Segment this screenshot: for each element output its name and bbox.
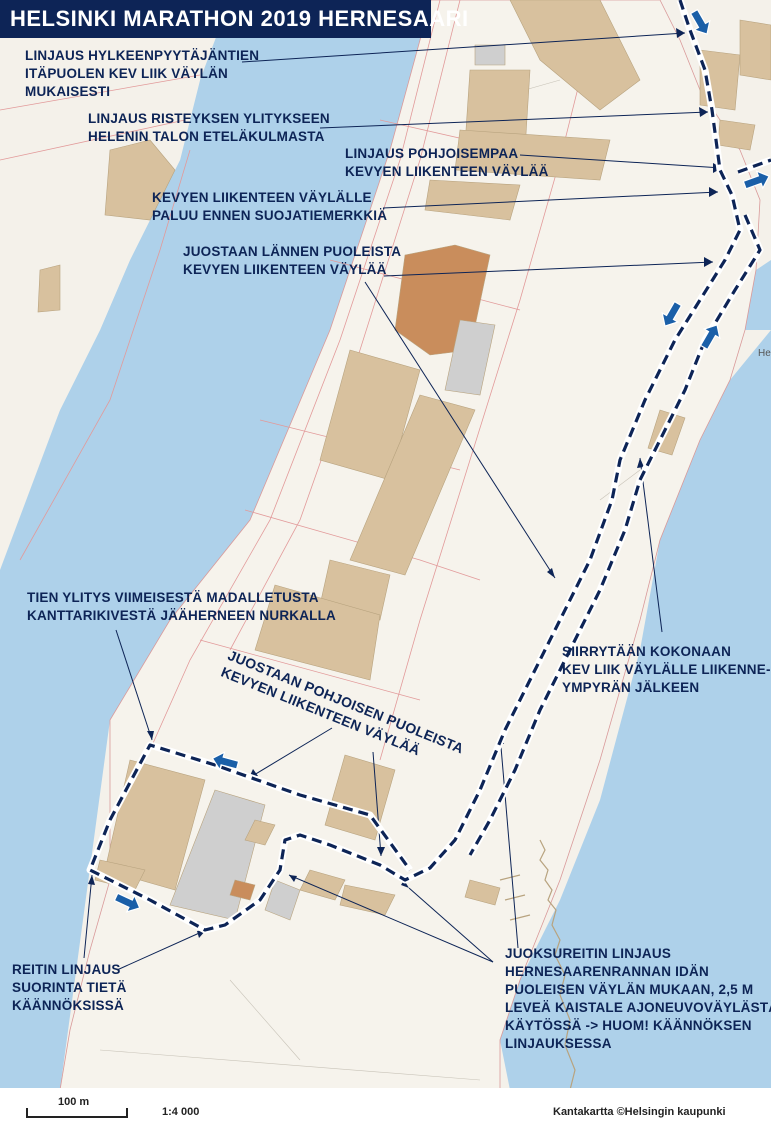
annotation-reitin-linjaus: REITIN LINJAUS SUORINTA TIETÄ KÄÄNNÖKSIS…	[12, 961, 127, 1015]
annotation-line: HERNESAARENRANNAN IDÄN	[505, 964, 709, 979]
map-footer	[0, 1088, 771, 1142]
annotation-line: REITIN LINJAUS	[12, 962, 121, 977]
annotation-line: PUOLEISEN VÄYLÄN MUKAAN, 2,5 M	[505, 982, 754, 997]
annotation-line: KEVYEN LIIKENTEEN VÄYLÄÄ	[183, 262, 387, 277]
annotation-line: LINJAUS HYLKEENPYYTÄJÄNTIEN	[25, 48, 260, 63]
water-east	[500, 330, 771, 1090]
annotation-line: LEVEÄ KAISTALE AJONEUVOVÄYLÄSTÄ	[505, 1000, 771, 1015]
annotation-line: JUOSTAAN LÄNNEN PUOLEISTA	[183, 244, 402, 259]
route	[86, 0, 771, 934]
annotation-line: JUOKSUREITIN LINJAUS	[505, 946, 672, 961]
water-east-top	[745, 260, 771, 330]
annotation-pohjoisempaa: LINJAUS POHJOISEMPAA KEVYEN LIIKENTEEN V…	[345, 145, 549, 181]
map-place-label: He	[758, 348, 771, 359]
annotation-line: YMPYRÄN JÄLKEEN	[562, 680, 700, 695]
scale-ratio: 1:4 000	[162, 1106, 200, 1118]
scale-bar	[26, 1108, 128, 1118]
annotation-risteys: LINJAUS RISTEYKSEN YLITYKSEEN HELENIN TA…	[88, 110, 330, 146]
title-bar: HELSINKI MARATHON 2019 HERNESAARI	[0, 0, 468, 38]
annotation-siirrytaan: SIIRRYTÄÄN KOKONAAN KEV LIIK VÄYLÄLLE LI…	[562, 643, 771, 697]
annotation-line: SUORINTA TIETÄ	[12, 980, 127, 995]
annotation-line: KEVYEN LIIKENTEEN VÄYLÄÄ	[345, 164, 549, 179]
annotation-lannen-puoleista: JUOSTAAN LÄNNEN PUOLEISTA KEVYEN LIIKENT…	[183, 243, 401, 279]
annotation-line: TIEN YLITYS VIIMEISESTÄ MADALLETUSTA	[27, 590, 319, 605]
annotation-line: ITÄPUOLEN KEV LIIK VÄYLÄN	[25, 66, 229, 81]
annotation-line: LINJAUS RISTEYKSEN YLITYKSEEN	[88, 111, 330, 126]
annotation-line: MUKAISESTI	[25, 84, 111, 99]
leader-lines	[83, 32, 723, 971]
annotation-line: KÄYTÖSSÄ -> HUOM! KÄÄNNÖKSEN	[505, 1018, 752, 1033]
annotation-line: LINJAUKSESSA	[505, 1036, 612, 1051]
annotation-juoksureitti: JUOKSUREITIN LINJAUS HERNESAARENRANNAN I…	[505, 945, 771, 1053]
annotation-line: SIIRRYTÄÄN KOKONAAN	[562, 644, 732, 659]
map-title: HELSINKI MARATHON 2019 HERNESAARI	[10, 6, 469, 31]
buildings	[37, 0, 771, 921]
water-channel-west	[0, 0, 431, 1090]
annotation-line: KEV LIIK VÄYLÄLLE LIIKENNE-	[562, 662, 771, 677]
map-credit: Kantakartta ©Helsingin kaupunki	[553, 1106, 726, 1118]
annotation-hylkeenpyytajantie: LINJAUS HYLKEENPYYTÄJÄNTIEN ITÄPUOLEN KE…	[25, 47, 259, 101]
scale-bar-label: 100 m	[58, 1096, 90, 1108]
annotation-tien-ylitys: TIEN YLITYS VIIMEISESTÄ MADALLETUSTA KAN…	[27, 589, 336, 625]
annotation-line: PALUU ENNEN SUOJATIEMERKKIÄ	[152, 208, 388, 223]
annotation-line: KANTTARIKIVESTÄ JÄÄHERNEEN NURKALLA	[27, 608, 337, 623]
direction-arrow-icon	[113, 8, 770, 913]
annotation-paluu: KEVYEN LIIKENTEEN VÄYLÄLLE PALUU ENNEN S…	[152, 189, 387, 225]
annotation-line: LINJAUS POHJOISEMPAA	[345, 146, 519, 161]
annotation-line: KEVYEN LIIKENTEEN VÄYLÄLLE	[152, 190, 372, 205]
annotation-line: HELENIN TALON ETELÄKULMASTA	[88, 129, 325, 144]
annotation-line: KÄÄNNÖKSISSÄ	[12, 998, 124, 1013]
marina-piers	[499, 839, 576, 1091]
